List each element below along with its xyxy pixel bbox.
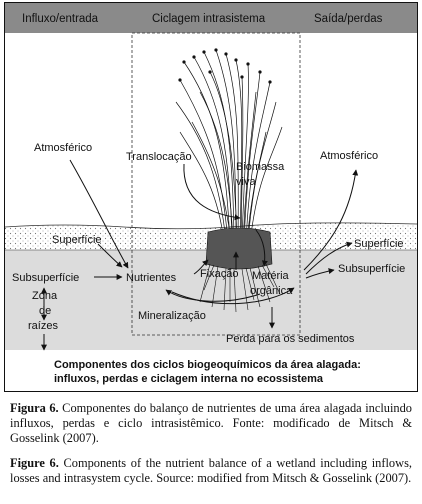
- header-band: [5, 3, 417, 33]
- root-mass: [199, 227, 281, 313]
- figure-text-pt: Componentes do balanço de nutrientes de …: [10, 401, 412, 445]
- label-mineralization: Mineralização: [138, 310, 206, 322]
- arrow-mineralization: [165, 289, 261, 302]
- sediment-layer: [5, 250, 417, 350]
- arrow-translocation: [183, 163, 241, 221]
- label-root-zone-3: raízes: [28, 320, 58, 332]
- arrow-surface-out: [305, 241, 353, 275]
- arrow-atmospheric-out: [303, 169, 359, 271]
- label-translocation: Translocação: [126, 151, 192, 163]
- label-root-zone-1: Zona: [32, 290, 58, 302]
- header-outflow: Saída/perdas: [314, 13, 383, 25]
- label-nutrients: Nutrientes: [126, 272, 177, 284]
- figure-text-en: Components of the nutrient balance of a …: [10, 456, 412, 485]
- figure-label-pt: Figura 6.: [10, 401, 59, 415]
- header-inflow: Influxo/entrada: [22, 13, 99, 25]
- label-atmospheric-out: Atmosférico: [320, 150, 378, 162]
- label-atmospheric-in: Atmosférico: [34, 142, 92, 154]
- inner-caption-line1: Componentes dos ciclos biogeoquímicos da…: [54, 359, 361, 371]
- label-root-zone-2: de: [39, 305, 51, 317]
- label-biomass-2: viva: [236, 176, 256, 188]
- figure-caption-english: Figure 6. Components of the nutrient bal…: [10, 456, 412, 486]
- label-loss-to-sediments: Perda para os sedimentos: [226, 333, 355, 345]
- water-surface-line: [4, 222, 418, 230]
- wetland-nutrient-diagram: Influxo/entrada Ciclagem intrasistema Sa…: [4, 2, 418, 392]
- label-fixation: Fixação: [200, 268, 239, 280]
- flow-arrows: [41, 159, 359, 351]
- seed-heads: [178, 48, 272, 84]
- label-surface-out: Superfície: [354, 238, 404, 250]
- figure-caption-portuguese: Figura 6. Componentes do balanço de nutr…: [10, 401, 412, 446]
- label-surface-in: Superfície: [52, 234, 102, 246]
- arrow-surface-in: [97, 243, 123, 268]
- header-intrasystem: Ciclagem intrasistema: [152, 13, 266, 25]
- arrow-organic-sweep: [171, 287, 295, 305]
- arrow-atmospheric-in: [69, 159, 129, 269]
- label-organic-matter-1: Matéria: [252, 270, 290, 282]
- label-biomass-1: Biomassa: [236, 161, 285, 173]
- label-organic-matter-2: orgânica: [250, 285, 293, 297]
- arrow-subsurface-out: [305, 268, 335, 279]
- inner-caption-line2: influxos, perdas e ciclagem interna no e…: [54, 373, 324, 385]
- arrow-nutrients-to-roots: [193, 259, 209, 275]
- plant-stems: [175, 49, 283, 243]
- arrow-biomass-to-organic: [255, 229, 268, 267]
- label-subsurface-out: Subsuperfície: [338, 263, 405, 275]
- label-subsurface-in: Subsuperfície: [12, 272, 79, 284]
- figure-label-en: Figure 6.: [10, 456, 59, 470]
